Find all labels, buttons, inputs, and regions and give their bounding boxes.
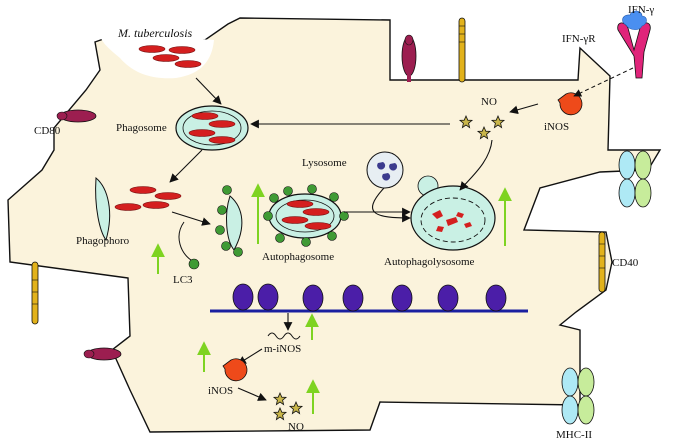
inos-label-top: iNOS xyxy=(544,121,569,133)
autophagolysosome-label: Autophagolysosome xyxy=(384,256,475,268)
lc3-connector xyxy=(178,221,195,263)
phagosome-label: Phagosome xyxy=(116,122,167,134)
autophagolysosome xyxy=(410,175,496,251)
arrow-phagosome-to-phagophore xyxy=(169,149,203,183)
lysosome-label: Lysosome xyxy=(302,157,347,169)
forming-autophagosome xyxy=(215,185,243,257)
autophagosome xyxy=(263,184,349,247)
receptor-dark-top xyxy=(401,34,417,82)
arrow-inos-to-no xyxy=(509,103,539,115)
nucleosomes xyxy=(232,283,507,312)
no-label-top: NO xyxy=(481,96,497,108)
arrow-entry-to-phagosome xyxy=(195,77,222,105)
arrow-bacteria-to-autophagosome xyxy=(171,211,211,226)
phagophore-membrane xyxy=(95,176,111,242)
cd40-receptor xyxy=(598,231,606,293)
ifngr-label: IFN-γR xyxy=(562,33,596,45)
cd80-receptor xyxy=(56,109,97,123)
arrow-inos-to-no-bottom xyxy=(237,387,267,401)
receptor-yellow-top xyxy=(458,17,466,83)
autophagosome-label: Autophagosome xyxy=(262,251,334,263)
lc3-dot xyxy=(188,258,200,270)
phagophoro-label: Phagophoro xyxy=(76,235,130,247)
mhc-ii-label: MHC-II xyxy=(556,429,592,441)
cd40-label: CD40 xyxy=(612,257,639,269)
mhc-receptor-right xyxy=(618,150,652,208)
no-label-bottom: NO xyxy=(288,421,304,433)
inos-label-bottom: iNOS xyxy=(208,385,233,397)
mtb-label: M. tuberculosis xyxy=(117,26,193,40)
inos-enzyme-bottom xyxy=(222,358,248,382)
phagosome xyxy=(175,105,249,151)
lysosome xyxy=(366,151,404,189)
cd80-label: CD80 xyxy=(34,125,61,137)
ifn-gamma-receptor xyxy=(617,22,651,79)
receptor-dark-bottom xyxy=(83,347,122,361)
lc3-label: LC3 xyxy=(173,274,193,286)
arrow-ifngr-to-inos xyxy=(573,67,634,97)
mhc-ii-receptor xyxy=(561,367,595,425)
ifn-gamma-icon xyxy=(622,10,647,30)
arrow-no-to-autophagolysosome xyxy=(459,139,493,191)
arrow-lysosome-to-autophagolysosome xyxy=(372,187,411,223)
receptor-yellow-left xyxy=(31,261,39,325)
m-inos-label: m-iNOS xyxy=(264,343,301,355)
upregulation-arrows xyxy=(151,183,512,414)
m-inos-mrna xyxy=(267,332,301,340)
inos-enzyme-top xyxy=(557,92,583,116)
ifng-label: IFN-γ xyxy=(628,4,654,16)
